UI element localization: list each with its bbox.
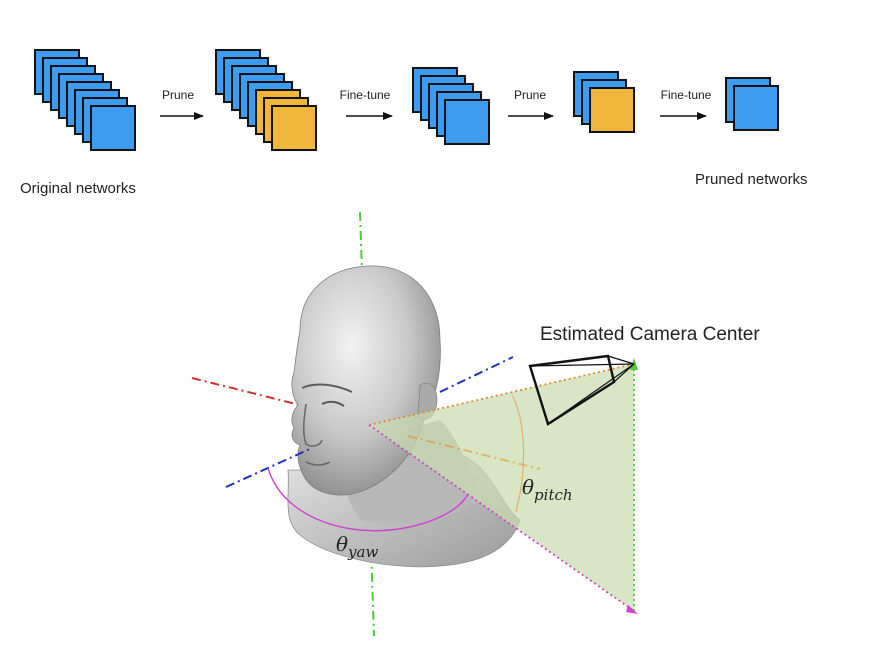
filter-stacks	[34, 49, 779, 151]
yaw-angle-label: θyaw	[336, 532, 378, 561]
head-brow	[301, 383, 353, 393]
blue-axis-front	[225, 447, 313, 488]
arrow-label-prune-1: Prune	[162, 88, 194, 102]
original-networks-caption: Original networks	[20, 180, 136, 197]
pruning-pipeline: Prune Fine-tune Prune Fine-tune Original…	[20, 49, 808, 197]
pruned-filter	[271, 105, 317, 151]
arrow-prune-2: Prune	[508, 88, 554, 120]
yaw-subscript: yaw	[347, 543, 378, 561]
plane-edge-arrow-bottom	[626, 605, 638, 614]
head-eye	[321, 400, 345, 407]
filter	[444, 99, 490, 145]
head-pose-diagram: Estimated Camera Center θyaw θpitch	[191, 211, 760, 637]
camera-center-label: Estimated Camera Center	[540, 324, 760, 345]
filter-stack-4	[573, 71, 635, 133]
plane-edge-diagonal	[368, 424, 635, 612]
pitch-arc	[511, 394, 525, 513]
pose-plane	[369, 364, 634, 611]
camera-frustum	[528, 354, 635, 426]
arrow-label-finetune-1: Fine-tune	[340, 88, 391, 102]
arrow-label-prune-2: Prune	[514, 88, 546, 102]
pitch-angle-label: θpitch	[522, 475, 573, 504]
yaw-arc	[267, 467, 469, 532]
pruned-filter	[589, 87, 635, 133]
arrow-prune-1: Prune	[160, 88, 204, 120]
head-nose	[302, 403, 323, 447]
blue-axis-back	[439, 356, 514, 393]
plane-edge-top	[368, 363, 635, 426]
pitch-symbol: θ	[522, 475, 534, 499]
filter-stack-1	[34, 49, 136, 151]
pruned-networks-caption: Pruned networks	[695, 171, 808, 188]
projection-line	[407, 435, 541, 470]
arrow-finetune-1: Fine-tune	[340, 88, 393, 120]
filter	[90, 105, 136, 151]
red-axis	[191, 377, 301, 406]
head-mouth	[305, 461, 331, 466]
filter-stack-5	[725, 77, 779, 131]
arrow-label-finetune-2: Fine-tune	[661, 88, 712, 102]
filter-stack-3	[412, 67, 490, 145]
arrow-finetune-2: Fine-tune	[660, 88, 712, 120]
yaw-symbol: θ	[336, 532, 348, 556]
pitch-subscript: pitch	[534, 486, 573, 504]
filter	[733, 85, 779, 131]
filter-stack-2	[215, 49, 317, 151]
